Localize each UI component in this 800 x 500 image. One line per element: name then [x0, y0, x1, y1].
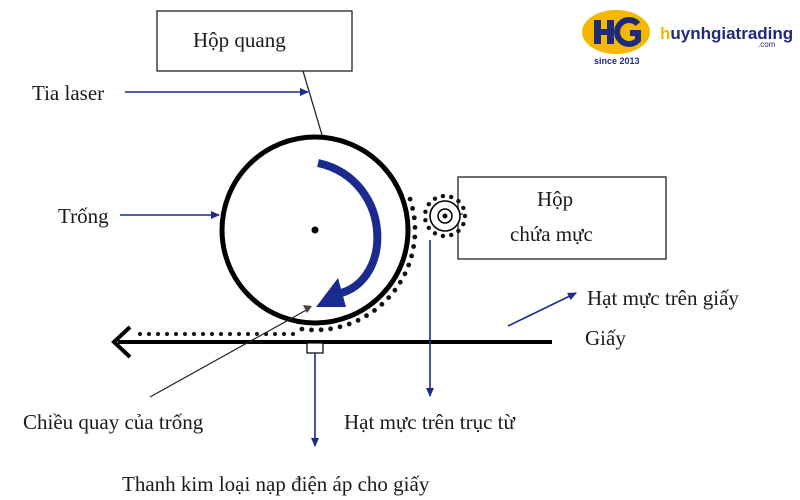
paper-toner-dot — [138, 332, 142, 336]
paper-toner-dot — [201, 332, 205, 336]
roller-toner-dot — [432, 231, 438, 236]
paper-toner-dot — [282, 332, 286, 336]
paper-toner-dot — [273, 332, 277, 336]
drum-toner-dot — [328, 326, 333, 332]
drum-toner-dot — [392, 287, 398, 293]
paper-toner-dot — [183, 332, 187, 336]
drum-toner-dot — [355, 317, 361, 323]
drum-toner-dot — [412, 234, 418, 240]
drum-toner-dot — [412, 225, 418, 230]
roller-toner-dot — [440, 233, 446, 239]
roller-toner-dot — [461, 221, 466, 227]
drum-label: Trống — [58, 204, 109, 228]
drum-rotation-pointer-tip — [303, 305, 312, 313]
drum-toner-dot — [386, 295, 392, 300]
toner-dots-on-paper — [138, 332, 295, 336]
drum-toner-dot — [372, 308, 377, 313]
drum-toner-dot — [407, 196, 413, 202]
roller-toner-dot — [426, 202, 431, 207]
drum-toner-dot — [364, 313, 369, 319]
drum-toner-dot — [309, 327, 314, 333]
drum-rotation-pointer — [149, 307, 311, 398]
roller-toner-dot — [423, 209, 428, 214]
drum-toner-dot — [299, 326, 305, 332]
paper-toner-dot — [237, 332, 241, 336]
magnetic-roller-toner-label: Hạt mực trên trục từ — [344, 410, 515, 434]
roller-toner-dot — [461, 205, 466, 211]
brand-domain: .com — [758, 40, 776, 49]
drum-toner-dot — [411, 244, 416, 249]
paper-toner-dot — [291, 332, 295, 336]
paper-toner-dot — [255, 332, 259, 336]
rotation-arrowhead — [316, 278, 346, 307]
drum-rotation-label: Chiều quay của trống — [23, 410, 204, 434]
toner-box-label-line1: Hộp — [537, 187, 574, 211]
paper-toner-dot — [246, 332, 250, 336]
roller-toner-dot — [456, 228, 461, 234]
optics-box-label: Hộp quang — [193, 28, 286, 52]
drum-toner-dot — [410, 206, 415, 211]
charge-bar-label: Thanh kim loại nạp điện áp cho giấy — [122, 472, 430, 496]
toner-dots-on-drum — [299, 196, 418, 333]
paper-toner-dot — [192, 332, 196, 336]
drum-toner-dot — [379, 301, 385, 307]
toner-on-paper-arrow — [507, 292, 577, 327]
magnetic-roller — [423, 193, 468, 239]
paper-toner-dot — [210, 332, 214, 336]
toner-box-label-line2: chứa mực — [510, 222, 593, 246]
roller-toner-dot — [423, 218, 428, 223]
roller-toner-dot — [432, 196, 438, 201]
roller-toner-dot — [449, 194, 454, 200]
laser-beam-label: Tia laser — [32, 81, 105, 105]
paper-feed-arrow — [111, 325, 132, 359]
paper-toner-dot — [165, 332, 169, 336]
optics-box — [156, 10, 353, 72]
hg-monogram-icon — [582, 10, 650, 54]
roller-toner-dot — [426, 225, 431, 230]
drum-toner-dot — [397, 279, 403, 285]
rotation-arrow — [317, 159, 382, 299]
roller-toner-dot — [440, 193, 446, 199]
toner-on-paper-label: Hạt mực trên giấy — [587, 286, 739, 310]
drum-toner-dot — [402, 271, 408, 277]
optics-box-connector — [302, 70, 323, 136]
drum-toner-dot — [346, 321, 352, 327]
brand-since: since 2013 — [594, 56, 640, 66]
roller-toner-dot — [462, 213, 468, 219]
paper-toner-dot — [219, 332, 223, 336]
paper-label: Giấy — [585, 326, 626, 350]
paper-toner-dot — [156, 332, 160, 336]
drum-axle — [311, 226, 319, 234]
charge-bar — [306, 342, 324, 354]
toner-box — [457, 176, 667, 260]
paper-toner-dot — [174, 332, 178, 336]
drum-toner-dot — [411, 215, 417, 221]
paper-toner-dot — [147, 332, 151, 336]
drum-toner-dot — [406, 262, 412, 268]
brand-name: huynhgiatrading — [660, 24, 794, 43]
drum-toner-dot — [337, 324, 343, 330]
roller-toner-dot — [456, 198, 461, 204]
paper-toner-dot — [228, 332, 232, 336]
brand-logo: huynhgiatrading .com since 2013 — [580, 8, 795, 70]
drum-toner-dot — [409, 253, 414, 259]
drum-toner-dot — [318, 327, 324, 333]
roller-toner-dot — [449, 232, 454, 238]
